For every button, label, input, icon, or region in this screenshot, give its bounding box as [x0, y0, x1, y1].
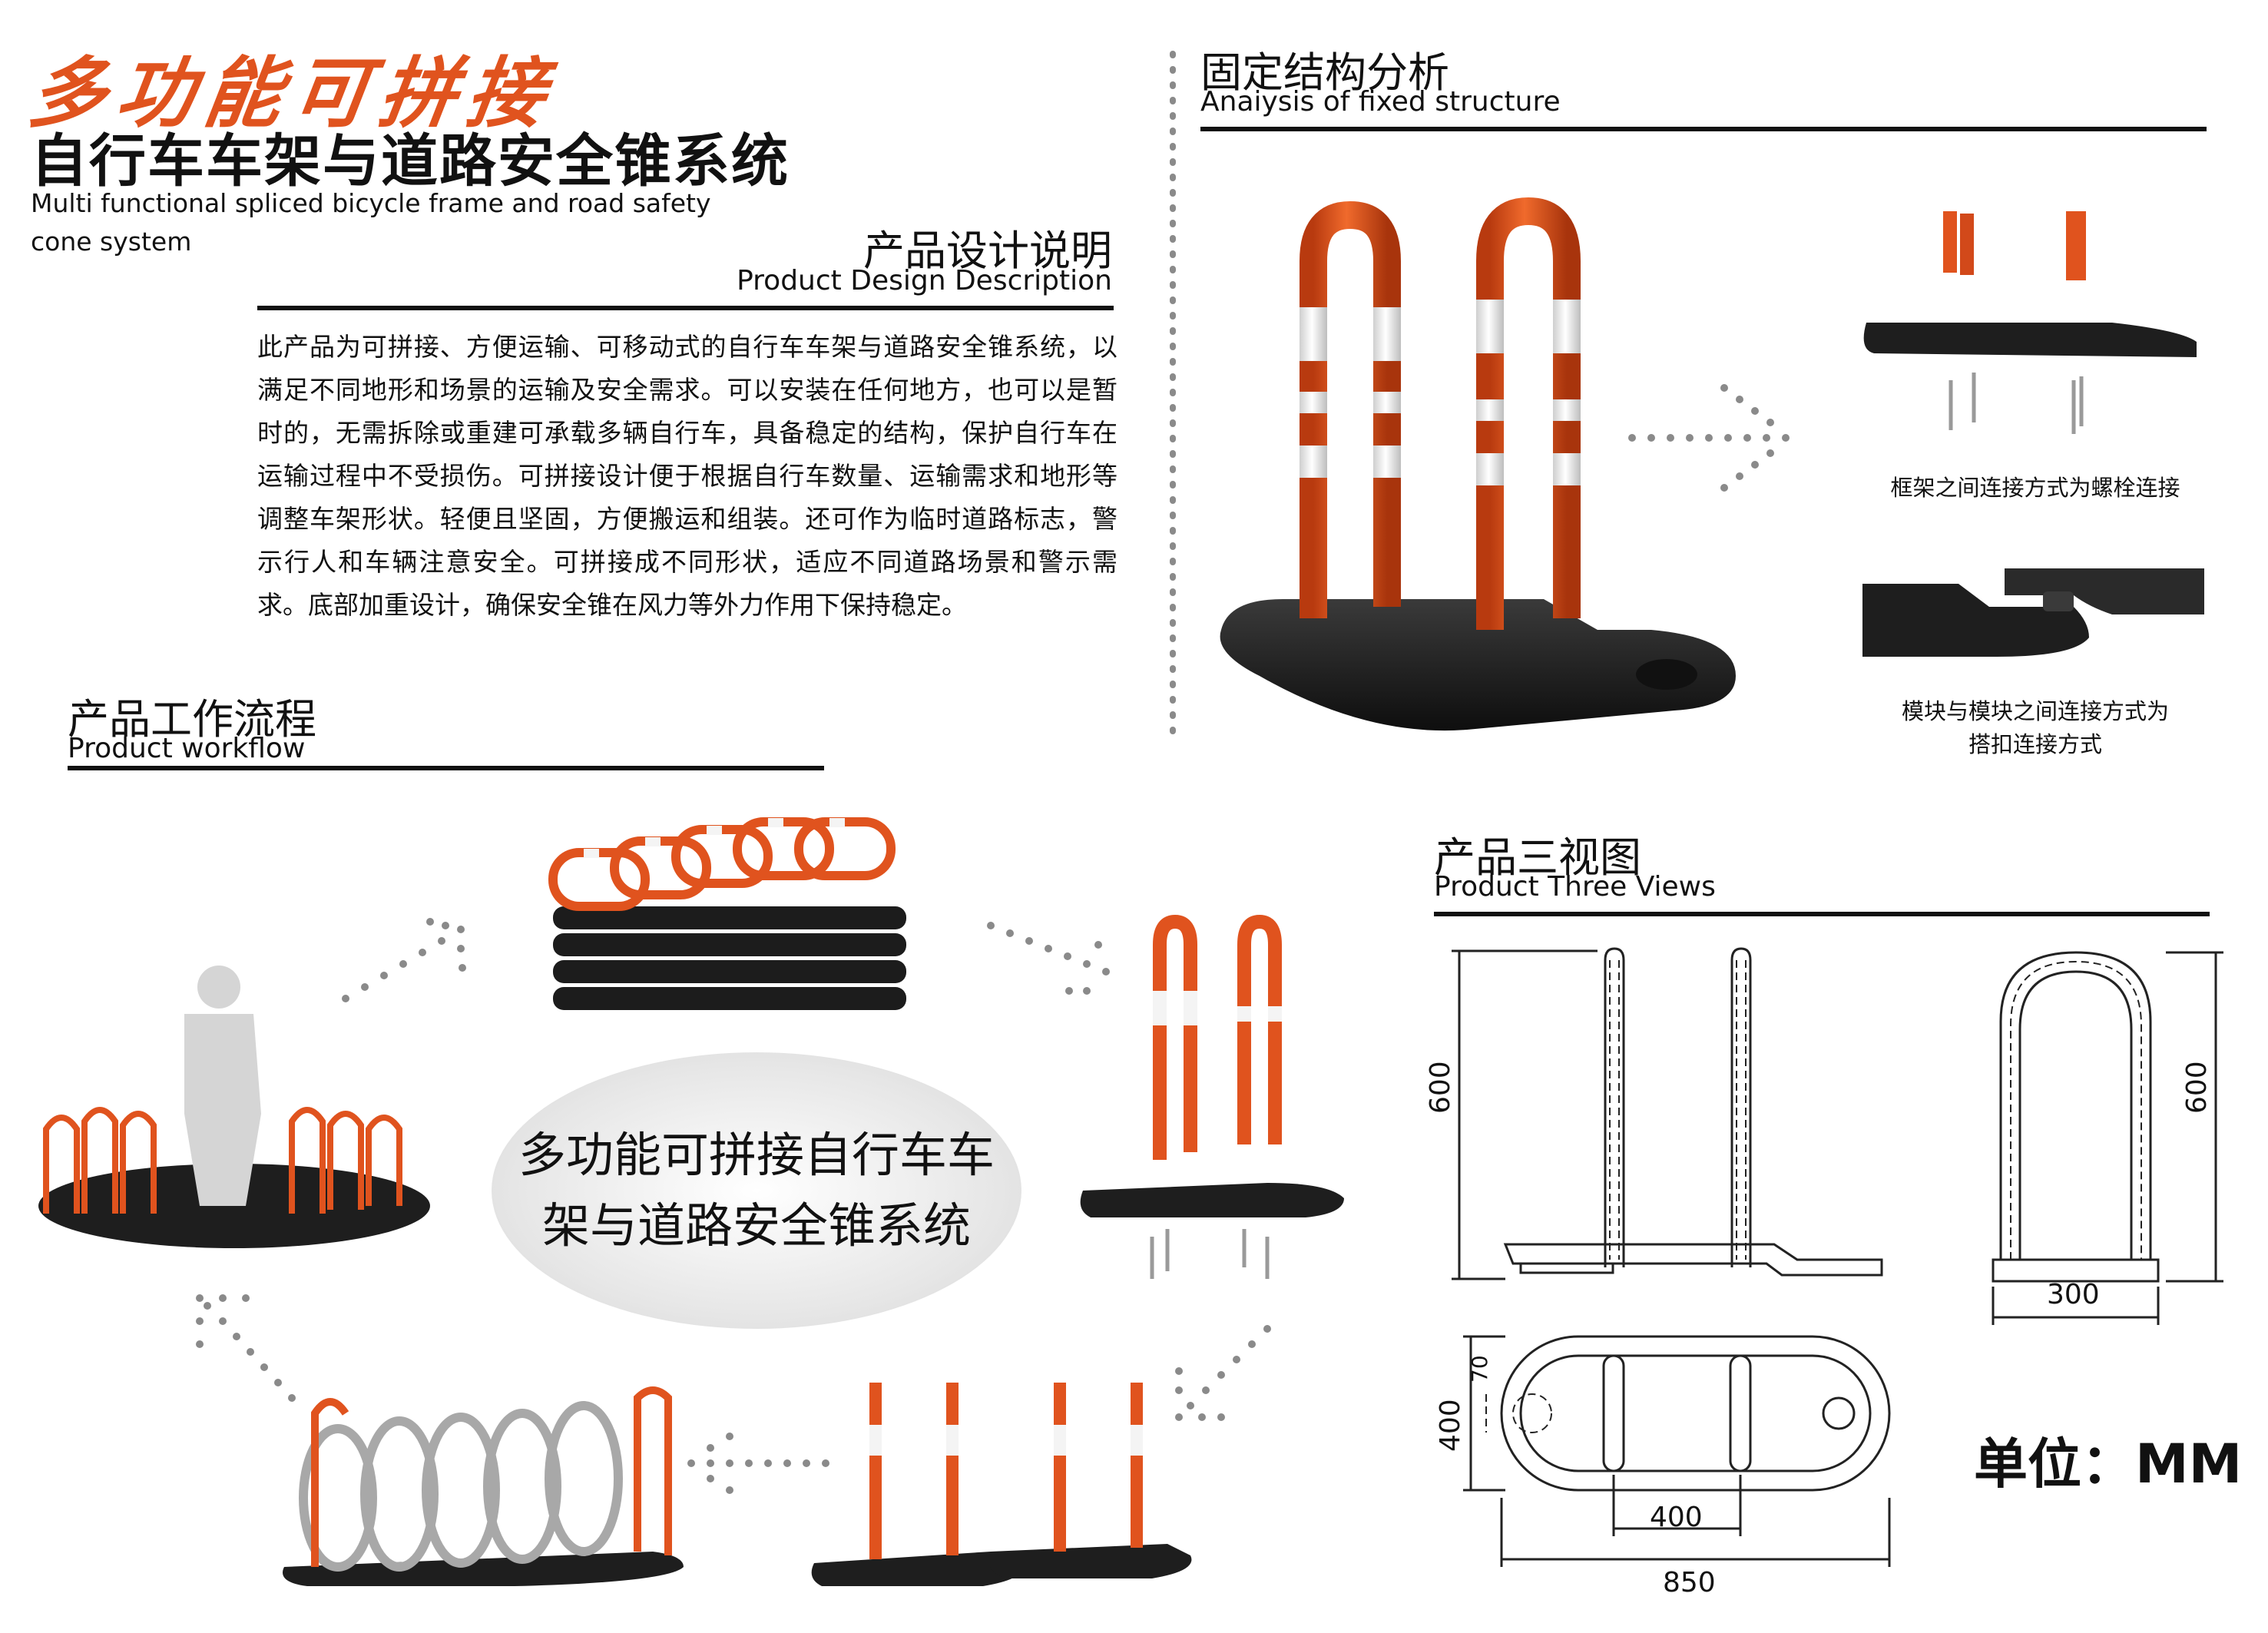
workflow-arrow-4-icon — [687, 1433, 829, 1494]
fixed-structure-rule — [1200, 127, 2207, 131]
units-label: 单位：MM — [1974, 1433, 2243, 1496]
dim-side-height: 600 — [2181, 1061, 2213, 1114]
workflow-heading-zh: 产品工作流程 — [68, 695, 316, 744]
buckle-connection-detail — [1862, 568, 2204, 657]
exploded-pieces-render — [1080, 914, 1344, 1279]
workflow-arrow-5-icon — [196, 1294, 296, 1402]
title-english: Multi functional spliced bicycle frame a… — [31, 188, 711, 257]
workflow-arrow-1-icon — [342, 918, 466, 1002]
workflow-center-ellipse: 多功能可拼接自行车车架与道路安全锥系统 — [492, 1052, 1021, 1329]
design-description-rule — [257, 306, 1114, 310]
design-description-body: 此产品为可拼接、方便运输、可移动式的自行车车架与道路安全锥系统，以满足不同地形和… — [257, 332, 1117, 620]
dim-top-400-horizontal: 400 — [1650, 1502, 1703, 1533]
workflow-rule — [68, 766, 824, 770]
front-view-drawing — [1452, 947, 1883, 1280]
design-description-heading-zh: 产品设计说明 — [863, 227, 1112, 275]
buckle-caption-line2: 搭扣连接方式 — [1968, 731, 2102, 757]
bikes-on-rack-render — [283, 1386, 684, 1586]
stacked-modules-render — [548, 817, 906, 1010]
fixed-structure-heading-en: Anaiysis of fixed structure — [1200, 86, 1561, 118]
two-racks-render — [811, 1383, 1192, 1586]
dotted-divider — [1170, 51, 1176, 748]
dim-top-850: 850 — [1663, 1567, 1716, 1598]
fixed-structure-heading-zh: 固定结构分析 — [1200, 48, 1449, 97]
dim-side-width: 300 — [2047, 1279, 2100, 1310]
buckle-caption-line1: 模块与模块之间连接方式为 — [1901, 698, 2169, 724]
workflow-arrow-2-icon — [987, 922, 1110, 995]
three-views-heading-zh: 产品三视图 — [1434, 833, 1641, 882]
dim-top-70: 70 — [1467, 1355, 1492, 1383]
bolt-connection-caption: 框架之间连接方式为螺栓连接 — [1890, 475, 2180, 501]
dim-top-400-vertical: 400 — [1435, 1399, 1466, 1452]
workflow-arrow-3-icon — [1175, 1325, 1271, 1421]
workflow-heading-en: Product workflow — [68, 733, 306, 764]
design-description-heading-en: Product Design Description — [737, 265, 1112, 296]
side-view-drawing — [1992, 951, 2223, 1325]
title-chinese-sub: 自行车车架与道路安全锥系统 — [31, 128, 790, 194]
top-view-drawing — [1463, 1335, 1891, 1567]
three-views-rule — [1434, 912, 2210, 916]
circular-arrangement-render — [38, 966, 430, 1248]
workflow-center-text: 多功能可拼接自行车车架与道路安全锥系统 — [518, 1127, 995, 1254]
bike-rack-render — [1220, 197, 1736, 731]
bolt-connection-detail — [1863, 211, 2197, 434]
three-views-heading-en: Product Three Views — [1434, 871, 1716, 903]
dim-front-height: 600 — [1425, 1061, 1456, 1114]
dotted-arrow-right-icon — [1628, 384, 1790, 492]
